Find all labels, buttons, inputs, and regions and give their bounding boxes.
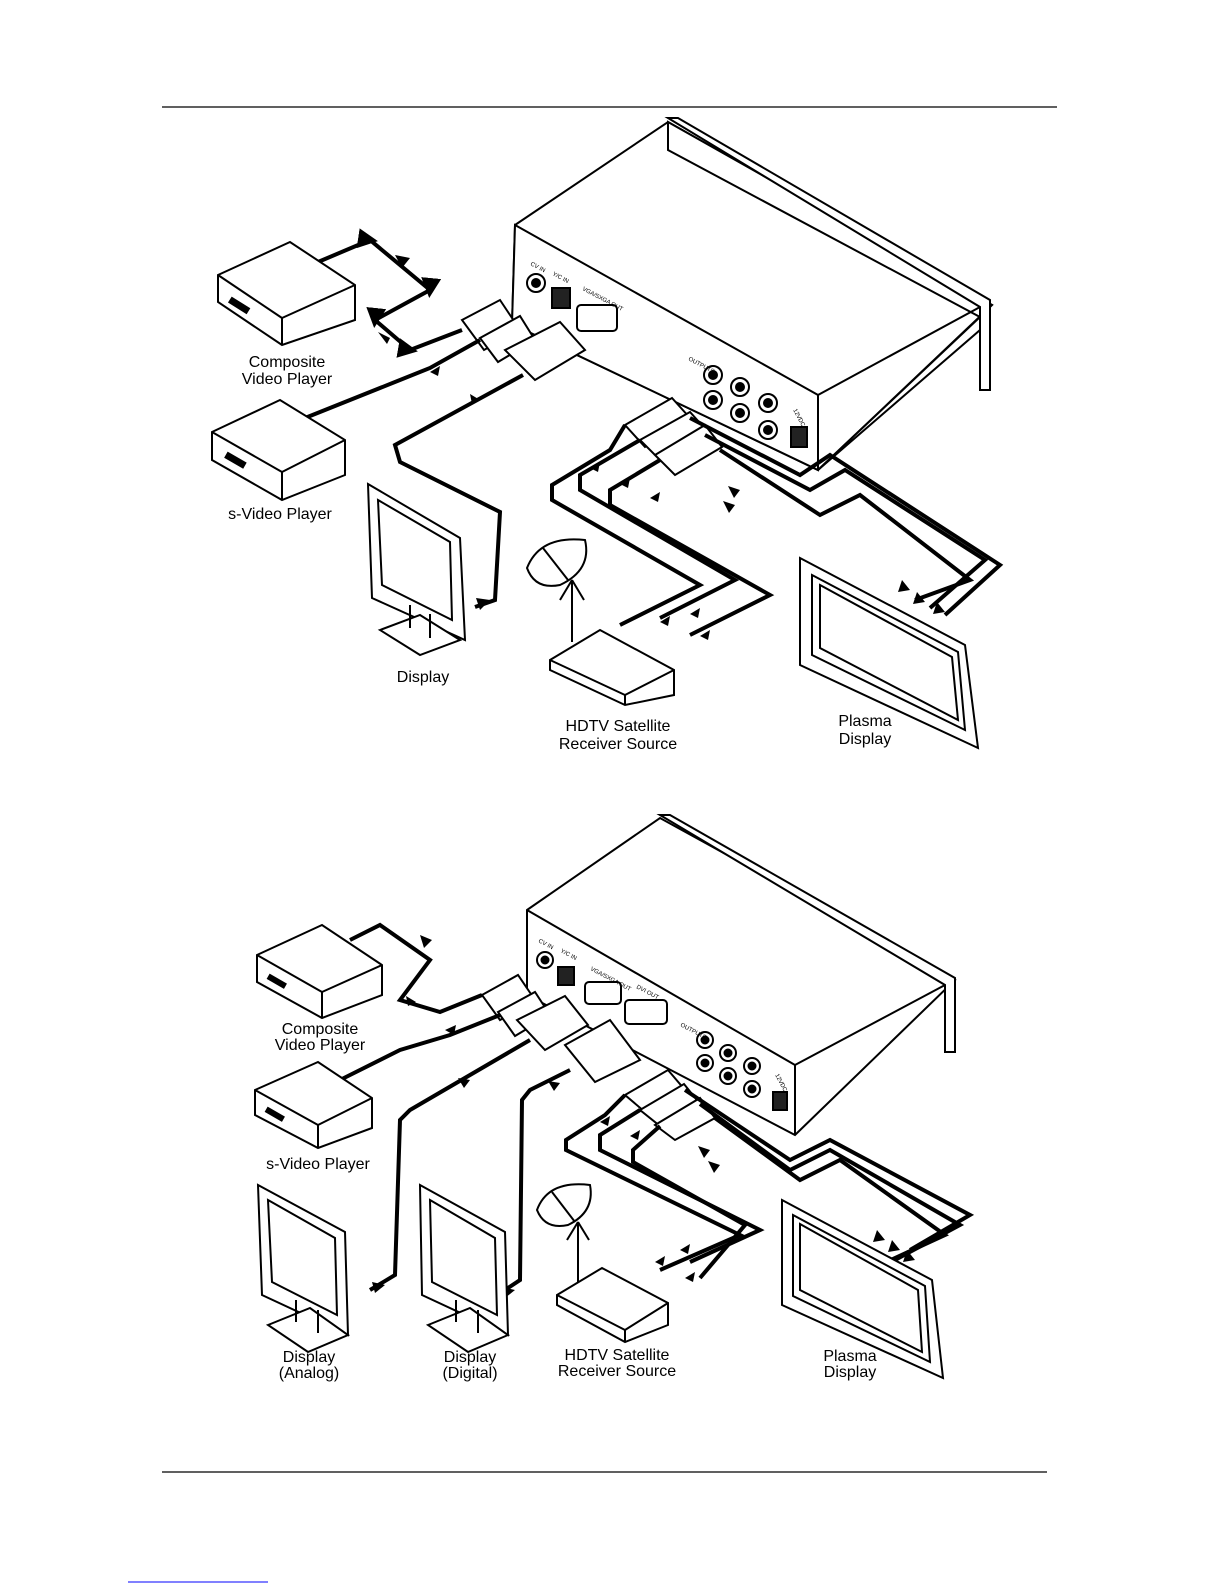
composite-video-player-icon [257,925,382,1018]
display-monitor-icon [368,484,465,655]
hdtv-label-line2: Receiver Source [558,1363,676,1380]
svideo-player-icon [212,400,345,500]
plasma-label-line2: Display [824,1364,876,1381]
composite-label-line1: Composite [282,1021,359,1038]
figure-1: CV IN Y/C IN VGA/SXGA OUT OUTPUTS 12VDC [212,118,1000,753]
plasma-label-line2: Display [839,731,891,748]
satellite-dish-icon [527,539,586,642]
display-label: Display [397,669,449,686]
display-digital-label-line1: Display [444,1349,496,1366]
display-digital-monitor-icon [420,1185,508,1352]
composite-video-player-icon [218,242,355,345]
plasma-label-line1: Plasma [823,1348,876,1365]
svideo-label: s-Video Player [266,1156,370,1173]
plasma-label-line1: Plasma [838,713,891,730]
composite-label-line1: Composite [249,354,326,371]
hdtv-label-line1: HDTV Satellite [566,718,671,735]
display-analog-label-line1: Display [283,1349,335,1366]
display-digital-label-line2: (Digital) [442,1365,497,1382]
display-analog-label-line2: (Analog) [279,1365,339,1382]
hdtv-receiver-icon [557,1268,668,1342]
display-analog-monitor-icon [258,1185,348,1352]
scaler-unit-icon [512,118,992,470]
hdtv-label-line2: Receiver Source [559,736,677,753]
hdtv-receiver-icon [550,630,674,705]
composite-label-line2: Video Player [242,371,333,388]
figure-2: CV IN Y/C IN VGA/SXGA OUT DVI OUT OUTPUT… [255,815,970,1382]
hdtv-label-line1: HDTV Satellite [565,1347,670,1364]
composite-label-line2: Video Player [275,1037,366,1054]
scaler-unit-icon [527,815,955,1135]
svideo-label: s-Video Player [228,506,332,523]
satellite-dish-icon [537,1184,591,1282]
